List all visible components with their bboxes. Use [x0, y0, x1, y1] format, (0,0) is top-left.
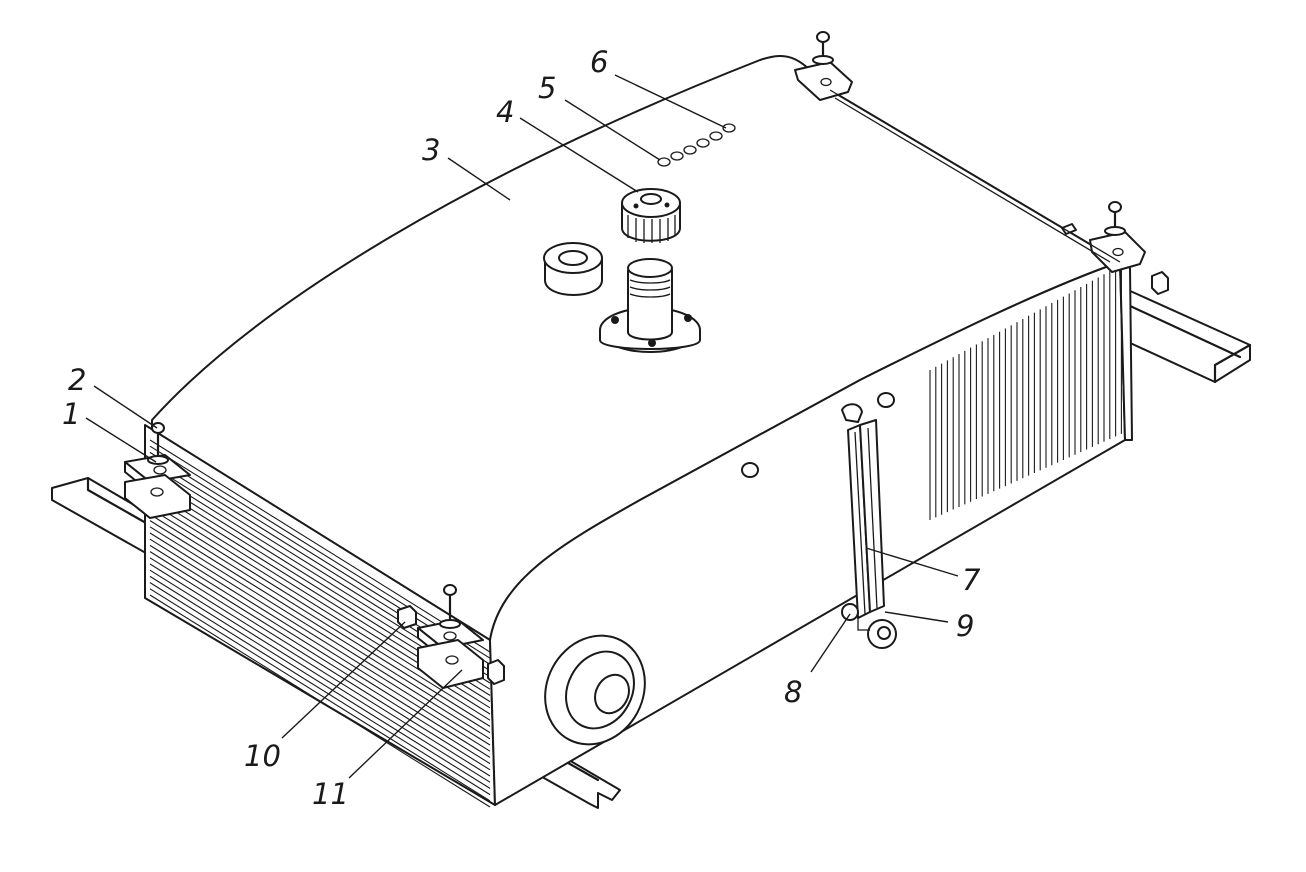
label-6: 6: [590, 45, 608, 79]
left-side-shading: [149, 439, 491, 808]
filler-cap: [621, 188, 681, 243]
drain-outlet: [544, 634, 646, 746]
clamp-front-left: [124, 422, 191, 519]
label-7: 7: [962, 563, 981, 597]
front-bosses: [741, 392, 895, 478]
label-5: 5: [538, 71, 556, 105]
label-11: 11: [312, 777, 349, 811]
callout-labels: 1 2 3 4 5 6 7 8 9 10 11: [62, 45, 981, 811]
rear-support-rail: [1126, 289, 1252, 384]
clamp-bands: [829, 89, 1121, 263]
clamp-rear-left: [794, 31, 853, 101]
right-end-shading: [929, 267, 1122, 520]
clamp-front-right: [397, 584, 505, 689]
cap-chain: [657, 123, 736, 167]
sealing-ring: [543, 242, 603, 296]
label-9: 9: [956, 609, 974, 643]
label-4: 4: [496, 95, 514, 129]
label-3: 3: [422, 133, 440, 167]
label-1: 1: [62, 397, 80, 431]
leader-lines: [85, 74, 959, 779]
label-10: 10: [244, 739, 281, 773]
label-2: 2: [68, 363, 86, 397]
tank-front-face: [489, 261, 1126, 806]
level-gauge: [841, 403, 897, 649]
filler-neck: [599, 258, 701, 353]
label-8: 8: [784, 675, 802, 709]
